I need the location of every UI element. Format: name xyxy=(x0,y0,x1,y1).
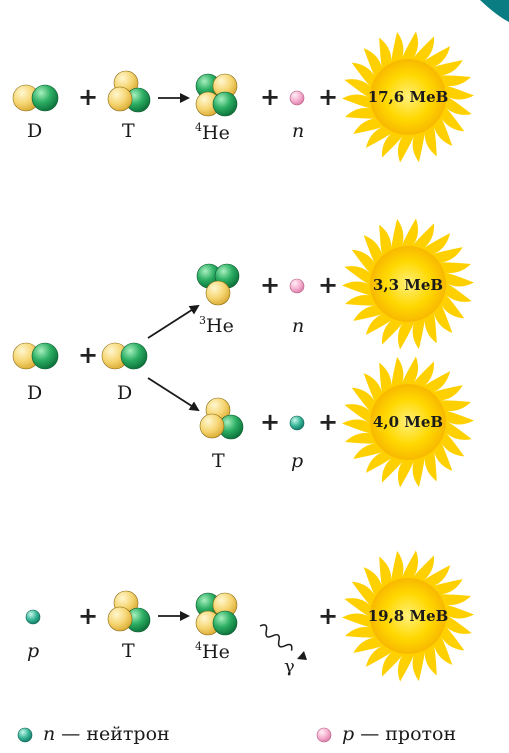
energy-r2-bottom: 4,0 MeB xyxy=(358,413,458,431)
legend-proton-icon xyxy=(317,728,331,742)
energy-r3: 19,8 MeB xyxy=(358,607,458,625)
proton-reactant xyxy=(26,610,40,624)
corner-tab xyxy=(480,0,509,22)
plus-r2e: + xyxy=(318,410,338,434)
label-p-r2: p xyxy=(291,450,303,472)
label-T-r2: T xyxy=(212,450,225,472)
plus-r2b: + xyxy=(260,273,280,297)
triton-1 xyxy=(108,71,150,112)
helium3 xyxy=(197,264,239,305)
legend-neutron: n — нейтрон xyxy=(43,723,170,745)
gamma-wave-icon xyxy=(258,623,294,654)
label-T-r3: T xyxy=(122,640,135,662)
label-He4-r3: 4He xyxy=(195,641,230,663)
plus-r2c: + xyxy=(318,273,338,297)
arrow-down xyxy=(148,378,198,410)
label-D-r2b: D xyxy=(117,382,132,404)
label-He3: 3He xyxy=(199,315,234,337)
helium4-1 xyxy=(196,74,237,116)
gamma-arrowhead xyxy=(297,651,307,660)
label-D-r1: D xyxy=(27,120,42,142)
legend-proton: p — протон xyxy=(342,723,456,745)
energy-r2-top: 3,3 MeB xyxy=(358,276,458,294)
plus-r1b: + xyxy=(260,85,280,109)
helium4-3 xyxy=(196,593,237,635)
label-He4-r1: 4He xyxy=(195,122,230,144)
plus-r1c: + xyxy=(318,85,338,109)
label-n-r2: n xyxy=(292,315,304,337)
triton-3 xyxy=(108,591,150,632)
energy-r1: 17,6 MeB xyxy=(358,88,458,106)
label-gamma: γ xyxy=(284,656,295,678)
plus-r2a: + xyxy=(78,343,98,367)
proton-particle-2 xyxy=(290,416,304,430)
deuteron-2a xyxy=(13,343,58,369)
plus-r3b: + xyxy=(318,604,338,628)
deuteron-2b xyxy=(102,343,147,369)
label-D-r2a: D xyxy=(27,382,42,404)
plus-r1a: + xyxy=(78,85,98,109)
label-p-r3: p xyxy=(27,640,39,662)
neutron-particle-2 xyxy=(290,279,304,293)
label-n-r1: n xyxy=(292,120,304,142)
plus-r2d: + xyxy=(260,410,280,434)
deuteron-1 xyxy=(13,85,58,111)
legend-neutron-icon xyxy=(18,728,32,742)
arrow-up xyxy=(148,306,198,338)
plus-r3a: + xyxy=(78,604,98,628)
neutron-particle-1 xyxy=(290,91,304,105)
label-T-r1: T xyxy=(122,120,135,142)
triton-2 xyxy=(200,398,243,439)
